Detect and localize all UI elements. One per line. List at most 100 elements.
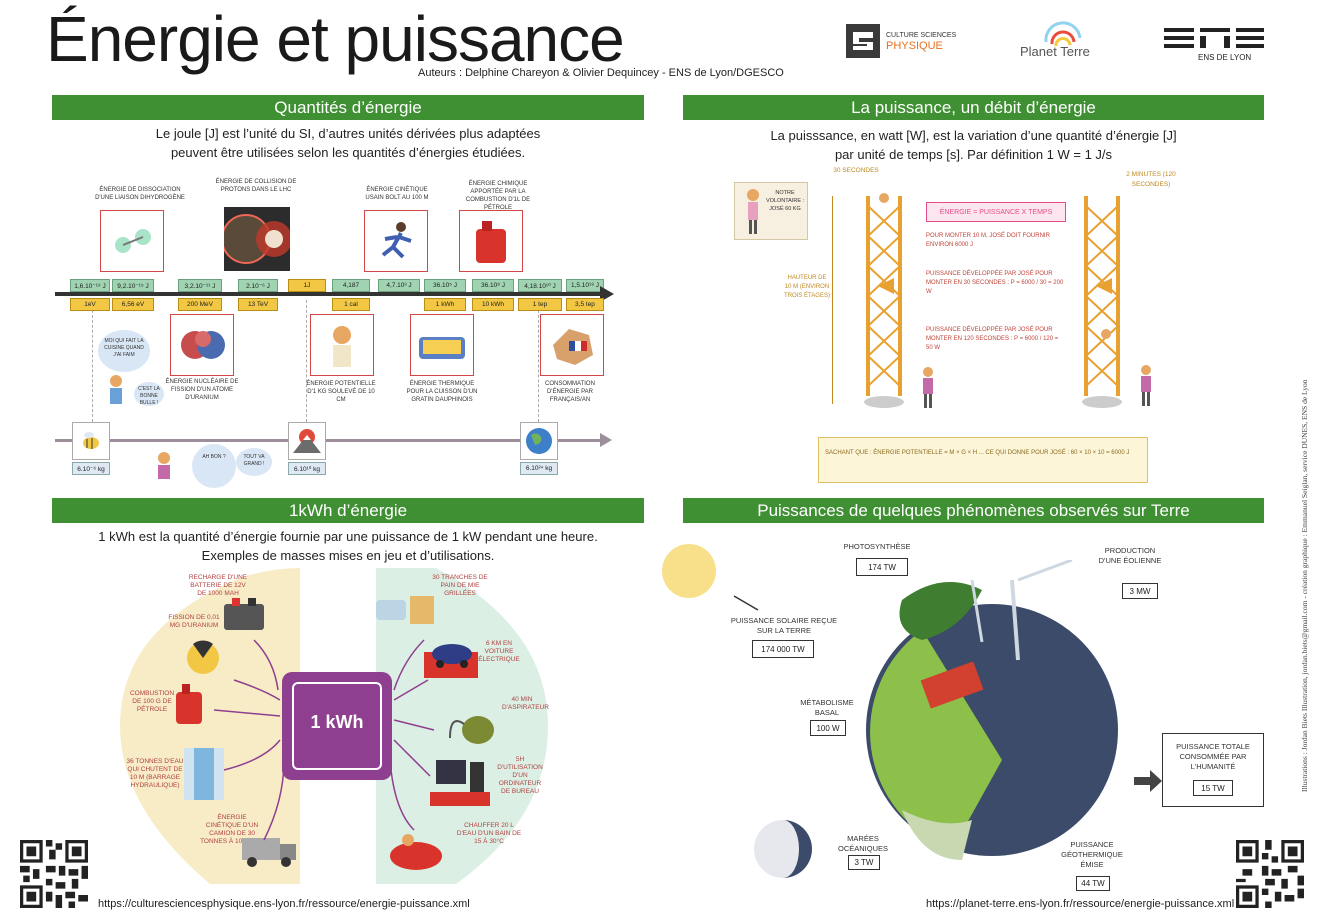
qr-code-left-icon — [20, 840, 88, 908]
sun-icon — [662, 544, 716, 598]
hauteur-line — [832, 196, 833, 404]
kwh-truck-icon — [242, 838, 296, 867]
mass-axis — [55, 439, 605, 442]
intro-puissance: La puisssance, en watt [W], est la varia… — [683, 126, 1264, 164]
energy-axis — [55, 292, 605, 296]
kwh-right-label-1: 6 km en voiture électrique — [478, 640, 520, 663]
value-top-5: 4,187 — [332, 279, 370, 292]
planet-terre-logo-text: Planet Terre — [1020, 44, 1090, 59]
side-credit-text: Illustrations : Jordan Biets Illustratio… — [1300, 379, 1309, 792]
bubble-0-text: Moi qui fait la cuisine quand j'ai faim — [104, 338, 144, 358]
humanite-label: Puissance totale consommée par l'humanit… — [1176, 742, 1250, 771]
eolienne-label: Production d'une éolienne — [1098, 546, 1162, 565]
guide-line-1 — [92, 300, 93, 422]
kwh-vacuum-icon — [449, 716, 494, 744]
solaire-value: 174 000 TW — [752, 640, 814, 658]
planet-terre-logo-icon — [1044, 21, 1082, 47]
upper-label-1: Énergie de collision de protons dans le … — [215, 179, 297, 193]
value-bottom-0: 1eV — [70, 298, 110, 311]
geothermique-value: 44 TW — [1076, 876, 1110, 891]
kwh-right-label-3: 5h d'utilisation d'un ordinateur de bure… — [497, 756, 543, 795]
bubble-3: Tout va grand ! — [236, 448, 272, 476]
page-title: Énergie et puissance — [46, 3, 625, 75]
bubble-1: C'est la bonne bulle ! — [134, 382, 164, 406]
intro-quantites-line1: Le joule [J] est l’unité du SI, d’autres… — [155, 126, 541, 141]
bubble-3-text: Tout va grand ! — [243, 454, 265, 467]
ens-logo: ENS DE LYON — [1162, 26, 1266, 64]
intro-puissance-line2: par unité de temps [s]. Par définition 1… — [834, 147, 1113, 162]
planet-terre-logo: Planet Terre — [1018, 18, 1094, 66]
intro-kwh: 1 kWh est la quantité d’énergie fournie … — [52, 527, 644, 565]
kwh-uranium-icon — [187, 640, 219, 674]
kwh-left-label-1: Fission de 0,01 mg d'uranium — [168, 614, 220, 629]
mass-value-0: 6.10⁻⁶ kg — [72, 462, 110, 475]
kwh-right-background — [376, 568, 548, 884]
section-title-quantites: Quantités d’énergie — [52, 95, 644, 120]
jose-box: Notre volontaire : José 60 kg — [734, 182, 808, 240]
time-right: 2 minutes (120 secondes) — [1126, 171, 1176, 188]
value-top-4: 1J — [288, 279, 326, 292]
metabolisme-label: Métabolisme basal — [800, 698, 854, 717]
authors-line: Auteurs : Delphine Chareyon & Olivier De… — [418, 67, 784, 79]
kwh-right-label-4: Chauffer 20 L d'eau d'un bain de 15 à 30… — [456, 822, 522, 845]
earth-globe-icon — [866, 560, 1118, 860]
side-credit: Illustrations : Jordan Biets Illustratio… — [1300, 292, 1312, 792]
ens-logo-text: ENS DE LYON — [1198, 53, 1252, 62]
value-bottom-5: 1 kWh — [424, 298, 466, 311]
solaire-label: Puissance solaire reçue sur la Terre — [730, 616, 838, 635]
ens-logo-icon — [1164, 28, 1264, 48]
solar-arrow-icon — [733, 595, 759, 611]
humanite-value: 15 TW — [1193, 780, 1233, 796]
character-left-icon — [110, 375, 122, 404]
illustration-usain-bolt — [364, 210, 428, 272]
value-top-10: 1,5.10¹⁸ J — [566, 279, 604, 292]
marees-value: 3 TW — [848, 855, 880, 870]
kwh-electric-car-icon — [424, 644, 478, 678]
note-1: Pour monter 10 m, José doit fournir envi… — [926, 233, 1050, 248]
upper-label-0: Énergie de dissociation d'une liaison di… — [95, 187, 185, 201]
kwh-arrows-in — [214, 639, 285, 841]
kwh-right-label-0: 30 tranches de pain de mie grillées — [432, 574, 488, 597]
bubble-1-text: C'est la bonne bulle ! — [138, 386, 160, 406]
note-2: Puissance développée par José pour monte… — [926, 271, 1064, 295]
illustration-lhc — [224, 207, 290, 271]
guide-line-2 — [306, 300, 307, 422]
formula-box: ÉNERGIE = PUISSANCE X TEMPS — [926, 202, 1066, 222]
footer-url-right[interactable]: https://planet-terre.ens-lyon.fr/ressour… — [926, 898, 1235, 910]
intro-quantites-line2: peuvent être utilisées selon les quantit… — [170, 145, 526, 160]
metabolisme-value: 100 W — [810, 720, 846, 736]
kwh-left-background — [120, 568, 300, 884]
section-title-phenomenes: Puissances de quelques phénomènes observ… — [683, 498, 1264, 523]
kwh-bath-icon — [390, 834, 442, 870]
illustration-uranium — [170, 314, 234, 376]
humanite-arrow-icon — [1134, 770, 1162, 792]
marees-label: Marées océaniques — [837, 834, 888, 853]
intro-kwh-line2: Exemples de masses mises en jeu et d’uti… — [201, 548, 495, 563]
kwh-left-label-4: Énergie cinétique d'un camion de 30 tonn… — [200, 814, 264, 845]
mass-illustration-mountain — [288, 422, 326, 460]
hauteur-label: Hauteur de 10 m (environ trois étages) — [784, 275, 830, 299]
illustration-molecule — [100, 210, 164, 272]
mass-axis-arrow-icon — [600, 433, 612, 447]
intro-quantites: Le joule [J] est l’unité du SI, d’autres… — [52, 124, 644, 162]
value-top-1: 9,2.10⁻¹⁵ J — [112, 279, 154, 292]
mass-illustration-earth — [520, 422, 558, 460]
bubble-0: Moi qui fait la cuisine quand j'ai faim — [98, 330, 150, 372]
eolienne-value: 3 MW — [1122, 583, 1158, 599]
lower-label-3: Consommation d'énergie par français/an — [545, 381, 595, 403]
kwh-left-label-2: Combustion de 100 g de pétrole — [129, 690, 175, 713]
value-bottom-1: 6,56 eV — [112, 298, 154, 311]
jose-icon — [747, 189, 759, 234]
humanite-box: Puissance totale consommée par l'humanit… — [1162, 733, 1264, 807]
value-top-0: 1,6.10⁻¹⁹ J — [70, 279, 110, 292]
kwh-center-box: 1 kWh — [282, 672, 392, 780]
kwh-center-label: 1 kWh — [310, 712, 364, 732]
time-left: 30 secondes — [833, 167, 879, 174]
value-top-6: 4,7.10³ J — [378, 279, 420, 292]
csp-logo-icon — [846, 24, 880, 58]
footer-url-left[interactable]: https://culturesciencesphysique.ens-lyon… — [98, 898, 470, 910]
guide-line-3 — [538, 300, 539, 422]
character-bottom-icon — [158, 452, 170, 479]
csp-logo-line2: PHYSIQUE — [886, 40, 943, 52]
section-title-kwh: 1kWh d’énergie — [52, 498, 644, 523]
